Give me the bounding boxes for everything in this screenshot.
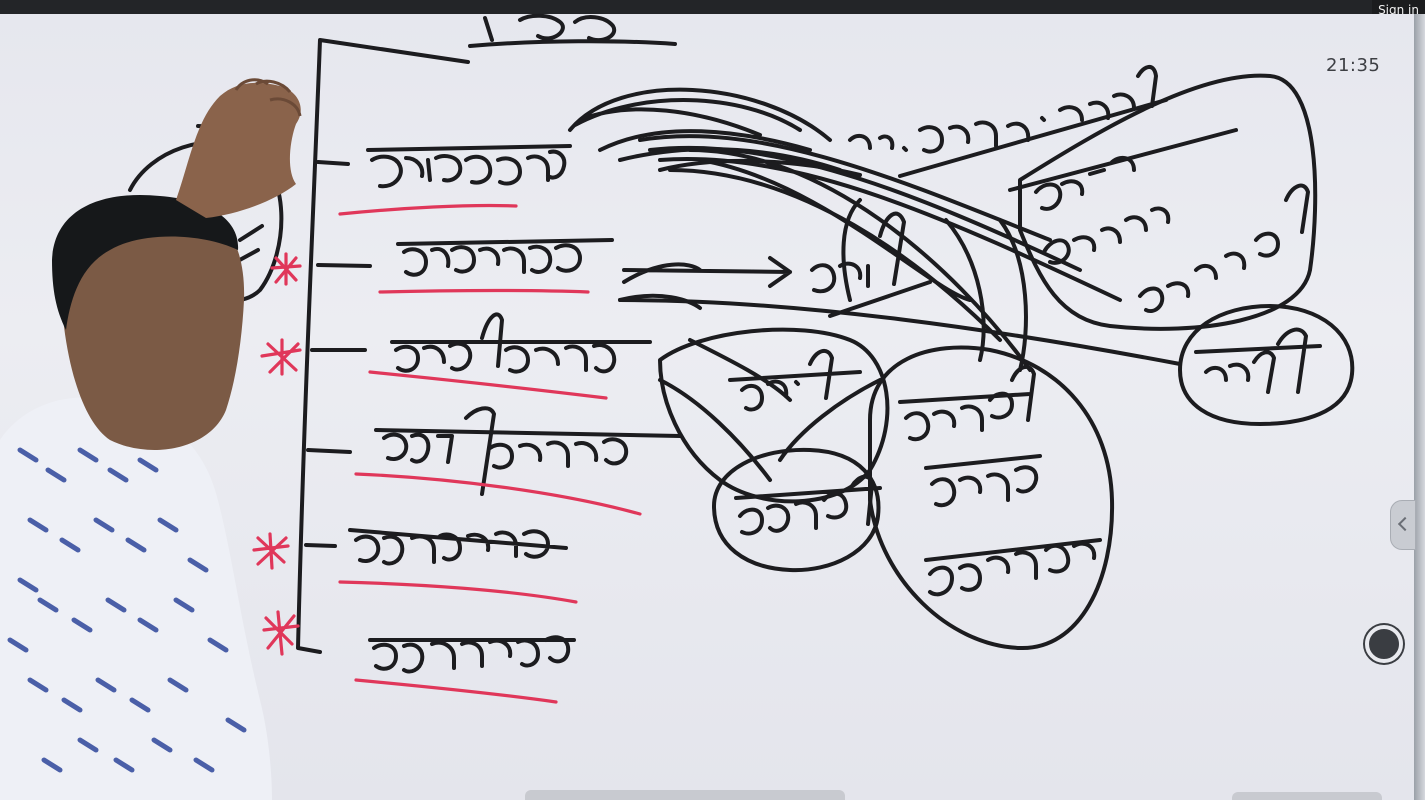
svg-text:whiteboard: whiteboard [10, 8, 16, 11]
word-nodi [810, 211, 932, 318]
word-soundarjo [924, 538, 1102, 597]
highlight-1 [338, 203, 518, 216]
word-sorbo [898, 364, 1036, 442]
word-1 [366, 144, 572, 189]
ellipse-middle [658, 327, 890, 504]
word-top-right [848, 65, 1168, 178]
ellipse-bottom [712, 447, 881, 573]
bottom-toolbar-tab-right[interactable] [1232, 792, 1382, 800]
highlight-2 [378, 288, 590, 294]
star-3 [252, 532, 290, 570]
circle-button-icon[interactable] [1365, 625, 1403, 663]
tree-bracket [296, 38, 470, 654]
highlight-4 [354, 472, 642, 516]
presenter-figure [0, 78, 302, 800]
chevron-left-icon [1397, 516, 1413, 532]
circle-right [1178, 304, 1355, 426]
clock-time: 21:35 [1326, 55, 1381, 76]
heading-scribble [468, 13, 677, 48]
bottom-toolbar-tab[interactable] [525, 790, 845, 800]
highlight-3 [368, 370, 608, 400]
highlight-6 [354, 678, 558, 704]
word-manush [734, 474, 882, 536]
ellipse-large [868, 345, 1115, 651]
whiteboard-edge [1414, 14, 1425, 800]
word-purush [728, 348, 862, 412]
highlight-5 [338, 580, 578, 604]
star-1 [270, 252, 302, 286]
word-3 [390, 312, 652, 374]
scribble-cluster [568, 87, 862, 177]
side-panel-toggle[interactable] [1390, 500, 1416, 550]
video-top-bar [0, 0, 1425, 14]
word-sumon [924, 454, 1042, 508]
blob-top-right [1018, 73, 1318, 331]
word-2 [396, 238, 614, 277]
word-5 [348, 528, 568, 566]
star-4 [262, 610, 300, 656]
blob-words [1008, 128, 1310, 313]
word-4 [374, 406, 682, 496]
word-6 [368, 635, 576, 674]
star-2 [260, 338, 302, 376]
